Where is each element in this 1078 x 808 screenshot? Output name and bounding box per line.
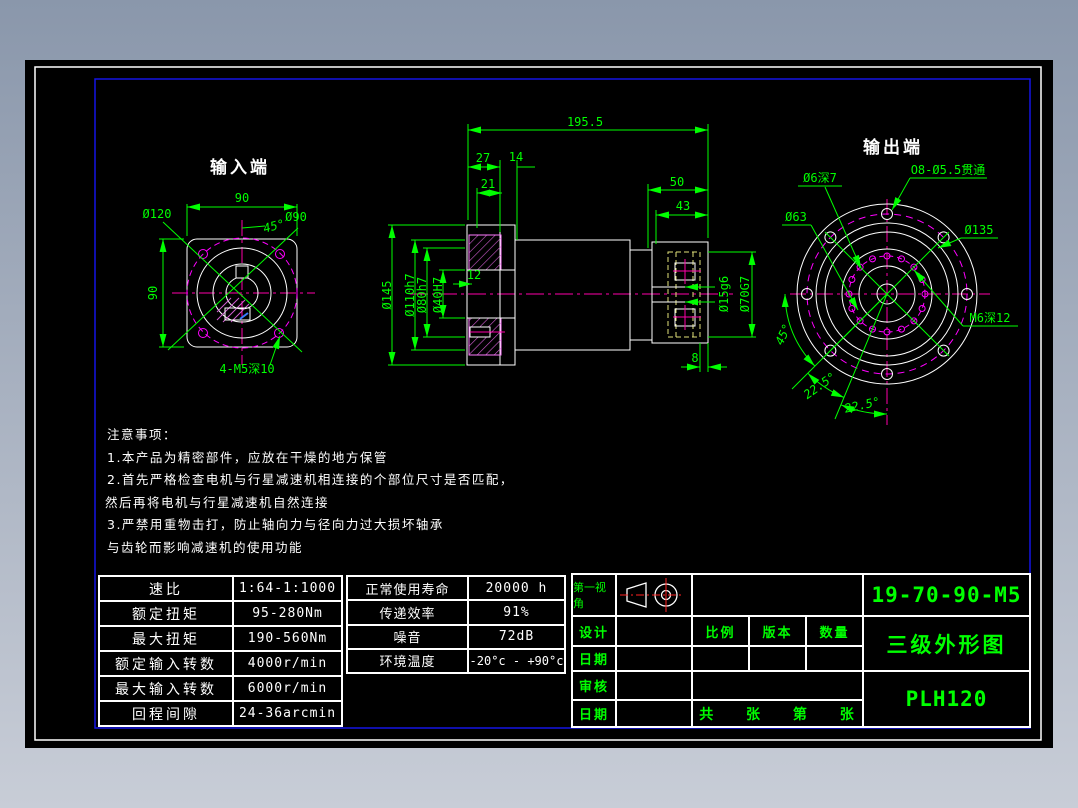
- output-dia-63: Ø63: [785, 210, 807, 224]
- spec-value: 6000r/min: [233, 676, 342, 701]
- spec-label: 回程间隙: [99, 701, 233, 726]
- quantity-value-cell: [806, 646, 863, 671]
- notes-block: 注意事项： 1.本产品为精密部件，应放在干燥的地方保管 2.首先严格检查电机与行…: [105, 427, 514, 555]
- perf-value: 20000 h: [468, 576, 565, 601]
- dim-dia110: Ø110h7: [403, 273, 417, 316]
- engineering-drawing: 输入端: [34, 66, 1042, 741]
- version-label: 版本: [749, 616, 806, 646]
- input-dim-height: 90: [146, 286, 160, 300]
- dim-8: 8: [691, 351, 698, 365]
- drawing-viewport[interactable]: 输入端: [25, 60, 1053, 748]
- review-label: 审核: [572, 671, 616, 700]
- date-value-cell: [616, 700, 692, 727]
- output-angle-225b: 22.5°: [843, 394, 881, 415]
- output-hole-note: O8-Ø5.5贯通: [911, 163, 986, 177]
- drawing-name: 三级外形图: [863, 616, 1030, 671]
- input-view-title: 输入端: [210, 157, 270, 178]
- sheet-frame: [34, 66, 1042, 741]
- date-value-cell: [616, 646, 692, 671]
- input-dia-flange: Ø120: [143, 207, 172, 221]
- dim-dia80: Ø80h7: [415, 277, 429, 313]
- note-line-2: 2.首先严格检查电机与行星减速机相连接的个部位尺寸是否匹配，: [107, 472, 514, 487]
- output-angle-45: 45°: [772, 322, 794, 348]
- section-view: 195.5 27 14 21 50 43 Ø145: [380, 115, 756, 372]
- spec-label: 速比: [99, 576, 233, 601]
- part-code: 19-70-90-M5: [863, 574, 1030, 616]
- output-view-title: 输出端: [863, 137, 923, 158]
- dim-total-length: 195.5: [567, 115, 603, 129]
- input-dia-bolt: Ø90: [285, 210, 307, 224]
- note-line-1: 1.本产品为精密部件，应放在干燥的地方保管: [107, 450, 388, 465]
- spec-label: 额定扭矩: [99, 601, 233, 626]
- input-end-view: 输入端: [143, 157, 315, 376]
- dim-dia40: Ø40H7: [431, 277, 445, 313]
- dim-21: 21: [481, 177, 495, 191]
- note-line-3: 然后再将电机与行星减速机自然连接: [105, 495, 329, 510]
- note-heading: 注意事项：: [107, 427, 177, 442]
- empty-cell: [692, 574, 863, 616]
- spec-label: 最大扭矩: [99, 626, 233, 651]
- design-value-cell: [616, 616, 692, 646]
- perf-label: 噪音: [347, 624, 468, 649]
- scale-label: 比例: [692, 616, 749, 646]
- scale-value-cell: [692, 646, 749, 671]
- perf-value: 72dB: [468, 624, 565, 649]
- dim-12: 12: [467, 268, 481, 282]
- output-end-view: 输出端: [772, 137, 1018, 425]
- input-key-section: [216, 297, 251, 323]
- model-number: PLH120: [863, 671, 1030, 727]
- perf-label: 环境温度: [347, 648, 468, 673]
- version-value-cell: [749, 646, 806, 671]
- spec-value: 95-280Nm: [233, 601, 342, 626]
- spec-value: 1:64-1:1000: [233, 576, 342, 601]
- input-angle-label: 45°: [262, 217, 287, 236]
- spec-label: 额定输入转数: [99, 651, 233, 676]
- dim-dia15: Ø15g6: [717, 276, 731, 312]
- hidden-keyways: [667, 251, 701, 338]
- spec-value: 24-36arcmin: [233, 701, 342, 726]
- empty-cell: [692, 671, 863, 700]
- spec-table: 速比 1:64-1:1000 额定扭矩 95-280Nm 最大扭矩 190-56…: [98, 575, 343, 727]
- sheet-count-cell: 共 张 第 张: [692, 700, 863, 727]
- dim-14: 14: [509, 150, 523, 164]
- output-tap-note: M6深12: [970, 311, 1011, 325]
- spec-label: 最大输入转数: [99, 676, 233, 701]
- dim-dia70: Ø70G7: [738, 276, 752, 312]
- dim-43: 43: [676, 199, 690, 213]
- input-thread-note: 4-M5深10: [219, 362, 274, 376]
- title-block: 第一视角 设计 比例 版本 数量 日期 审核: [571, 573, 1031, 728]
- date-label-1: 日期: [572, 646, 616, 671]
- perf-label: 正常使用寿命: [347, 576, 468, 601]
- quantity-label: 数量: [806, 616, 863, 646]
- perf-value: -20°c - +90°c: [468, 648, 565, 673]
- note-line-4: 3.严禁用重物击打，防止轴向力与径向力过大损坏轴承: [107, 517, 444, 532]
- performance-table: 正常使用寿命 20000 h 传递效率 91% 噪音 72dB 环境温度 -20…: [346, 575, 566, 674]
- first-angle-symbol-cell: [616, 574, 692, 616]
- input-dim-width: 90: [235, 191, 249, 205]
- output-pin-note: Ø6深7: [803, 171, 837, 185]
- perf-label: 传递效率: [347, 600, 468, 625]
- dim-50: 50: [670, 175, 684, 189]
- design-label: 设计: [572, 616, 616, 646]
- note-line-5: 与齿轮而影响减速机的使用功能: [107, 540, 303, 555]
- review-value-cell: [616, 671, 692, 700]
- spec-value: 190-560Nm: [233, 626, 342, 651]
- date-label-2: 日期: [572, 700, 616, 727]
- first-angle-label: 第一视角: [572, 574, 616, 616]
- dim-dia145: Ø145: [380, 281, 394, 310]
- first-angle-projection-icon: [620, 578, 683, 612]
- spec-value: 4000r/min: [233, 651, 342, 676]
- output-dia-135: Ø135: [965, 223, 994, 237]
- perf-value: 91%: [468, 600, 565, 625]
- dim-27: 27: [476, 151, 490, 165]
